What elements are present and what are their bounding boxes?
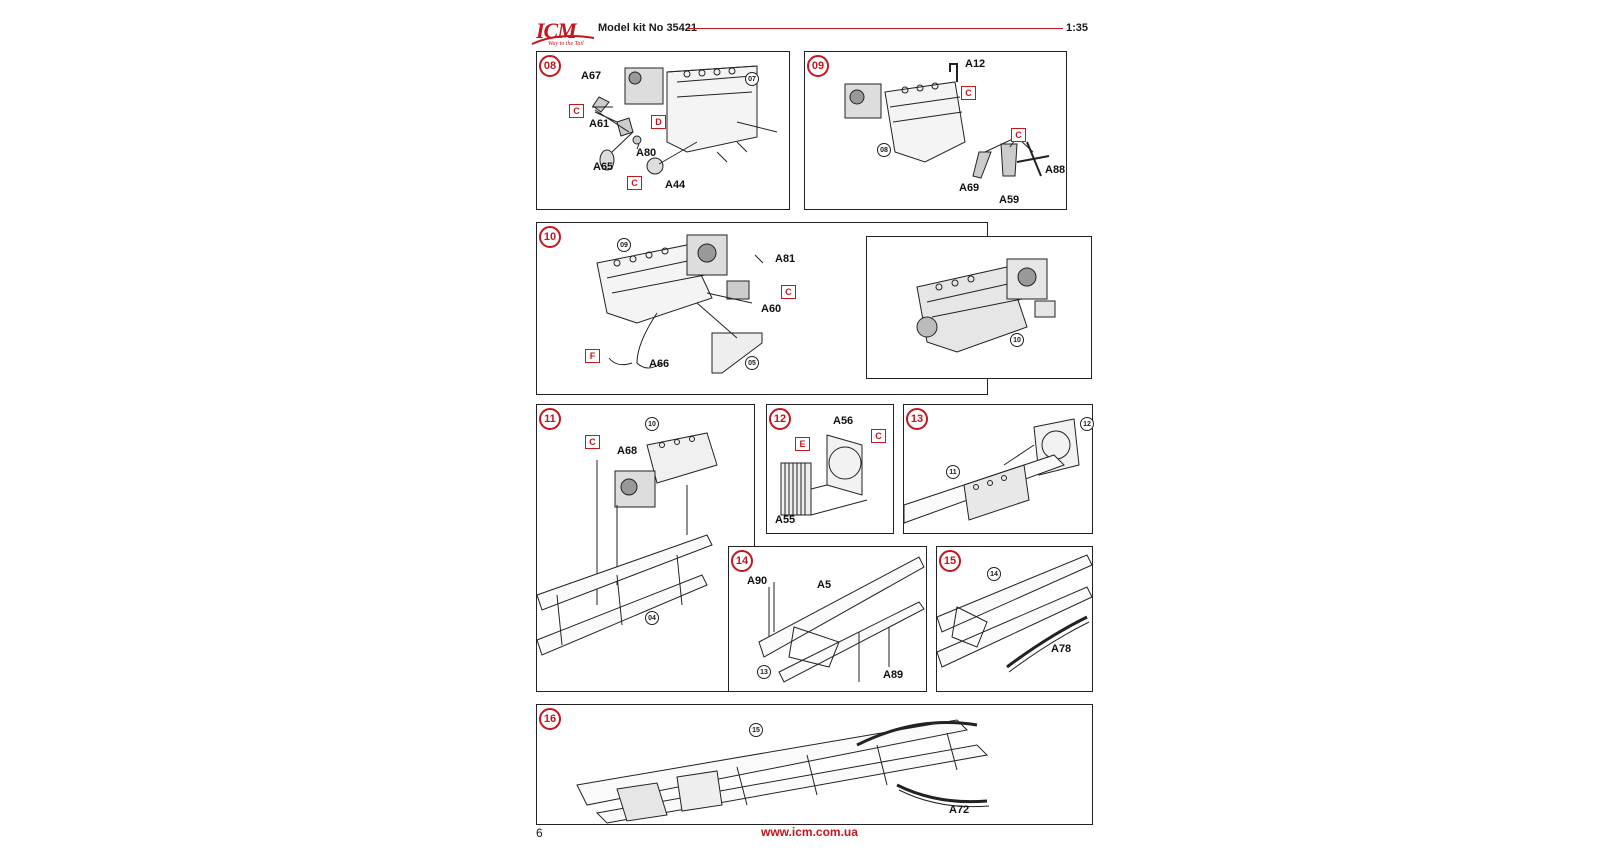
paint-code: E <box>795 437 810 451</box>
paint-code: C <box>781 285 796 299</box>
step-number: 08 <box>539 55 561 77</box>
part-label: A61 <box>589 118 610 130</box>
ref-circle: 08 <box>877 143 891 157</box>
part-label: A67 <box>581 70 602 82</box>
brand-tagline: Way to the Tail <box>548 41 584 47</box>
engine-assembled-drawing <box>867 237 1093 380</box>
step-number: 16 <box>539 708 561 730</box>
kit-title: Model kit No 35421 <box>598 22 698 34</box>
part-label: A89 <box>883 669 904 681</box>
leaf-spring-drawing <box>937 547 1094 693</box>
paint-code: C <box>961 86 976 100</box>
part-label: A56 <box>833 415 854 427</box>
step-16-panel: 16 15 A72 <box>536 704 1093 825</box>
ref-circle: 14 <box>987 567 1001 581</box>
website-link[interactable]: www.icm.com.ua <box>761 825 858 839</box>
step-11-panel: 11 10 04 A68 C <box>536 404 755 692</box>
step-number: 15 <box>939 550 961 572</box>
paint-code: D <box>651 115 666 129</box>
step-number: 10 <box>539 226 561 248</box>
ref-circle: 12 <box>1080 417 1094 431</box>
page-number: 6 <box>536 826 543 840</box>
part-label: A72 <box>949 804 970 816</box>
step-08-panel: 08 07 A67 A61 A65 A80 A44 C D C <box>536 51 790 210</box>
part-label: A65 <box>593 161 614 173</box>
part-label: A78 <box>1051 643 1072 655</box>
part-label: A12 <box>965 58 986 70</box>
part-label: A44 <box>665 179 686 191</box>
part-label: A59 <box>999 194 1020 206</box>
paint-code: C <box>585 435 600 449</box>
part-label: A60 <box>761 303 782 315</box>
part-label: A55 <box>775 514 796 526</box>
ref-circle: 04 <box>645 611 659 625</box>
paint-code: C <box>569 104 584 118</box>
ref-circle: 05 <box>745 356 759 370</box>
ref-circle: 11 <box>946 465 960 479</box>
step-09-panel: 09 08 A12 A69 A59 A88 C C <box>804 51 1067 210</box>
engine-drawing <box>805 52 1068 211</box>
step-number: 12 <box>769 408 791 430</box>
part-label: A68 <box>617 445 638 457</box>
step-14-panel: 14 13 A90 A5 A89 <box>728 546 927 692</box>
step-15-panel: 15 14 A78 <box>936 546 1093 692</box>
engine-drawing <box>537 52 791 211</box>
scale-label: 1:35 <box>1066 22 1089 34</box>
step-number: 13 <box>906 408 928 430</box>
ref-circle: 15 <box>749 723 763 737</box>
ref-circle: 09 <box>617 238 631 252</box>
header-divider <box>688 28 1063 29</box>
step-10-result-panel: 10 <box>866 236 1092 379</box>
ref-circle: 13 <box>757 665 771 679</box>
logo-swoosh-icon <box>531 35 595 45</box>
paint-code: C <box>1011 128 1026 142</box>
radiator-drawing <box>767 405 895 535</box>
step-number: 09 <box>807 55 829 77</box>
part-label: A90 <box>747 575 768 587</box>
step-12-panel: 12 A56 A55 E C <box>766 404 894 534</box>
part-label: A5 <box>817 579 832 591</box>
part-label: A80 <box>636 147 657 159</box>
ref-circle: 10 <box>645 417 659 431</box>
engine-drawing <box>537 223 989 396</box>
paint-code: C <box>627 176 642 190</box>
ref-circle: 07 <box>745 72 759 86</box>
part-label: A88 <box>1045 164 1066 176</box>
engine-into-chassis-drawing <box>537 405 756 693</box>
paint-code: C <box>871 429 886 443</box>
step-number: 14 <box>731 550 753 572</box>
step-number: 11 <box>539 408 561 430</box>
brand-logo: ICM <box>536 18 577 43</box>
ref-circle: 10 <box>1010 333 1024 347</box>
part-label: A81 <box>775 253 796 265</box>
radiator-into-chassis-drawing <box>904 405 1094 535</box>
paint-code: F <box>585 349 600 363</box>
chassis-rear-spring-drawing <box>537 705 1094 826</box>
chassis-brackets-drawing <box>729 547 928 693</box>
part-label: A69 <box>959 182 980 194</box>
part-label: A66 <box>649 358 670 370</box>
step-13-panel: 13 12 11 <box>903 404 1094 535</box>
